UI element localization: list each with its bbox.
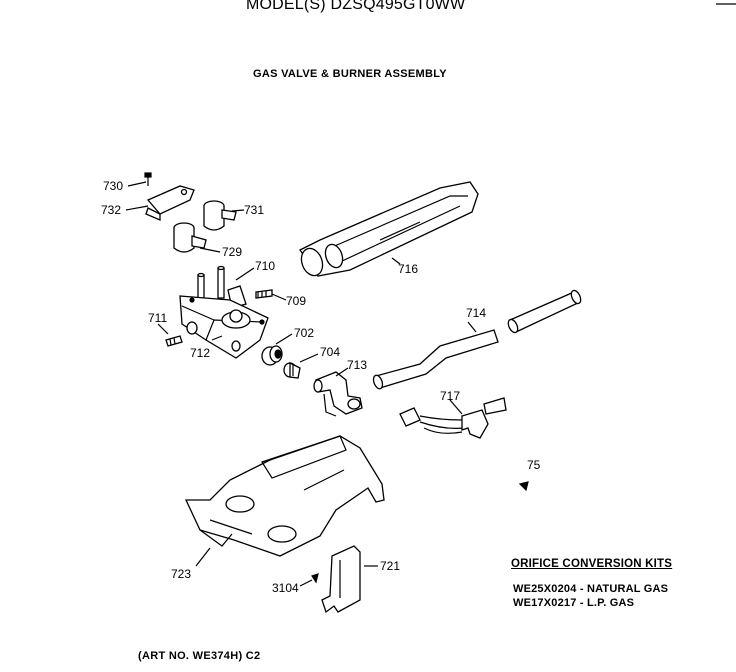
callout-75: 75	[527, 458, 541, 472]
callout-712: 712	[190, 346, 211, 360]
part-712-gas-valve	[179, 295, 269, 359]
callout-731: 731	[244, 203, 265, 217]
callout-730: 730	[103, 179, 124, 193]
part-716-burner	[299, 181, 479, 277]
callout-709: 709	[286, 294, 307, 308]
part-704-orifice	[283, 361, 301, 379]
part-75-screw	[518, 481, 529, 492]
callout-717: 717	[440, 389, 461, 403]
callout-710: 710	[255, 259, 276, 273]
callout-704: 704	[320, 345, 341, 359]
callout-3104: 3104	[272, 581, 299, 595]
part-702-nut	[261, 345, 283, 366]
callout-711: 711	[148, 311, 168, 325]
model-title: MODEL(S) DZSQ495GT0WW	[246, 0, 466, 13]
part-714-burner-tube	[372, 289, 582, 390]
callout-729: 729	[222, 245, 243, 259]
callout-723: 723	[171, 567, 192, 581]
part-721-heat-shield	[321, 545, 361, 614]
callout-702: 702	[294, 326, 315, 340]
part-713-elbow-fitting	[313, 371, 363, 417]
section-title: GAS VALVE & BURNER ASSEMBLY	[253, 68, 447, 80]
callout-721: 721	[380, 559, 401, 573]
callout-713: 713	[347, 358, 368, 372]
part-729-coil	[173, 222, 207, 253]
part-730-screw	[144, 172, 152, 186]
orifice-kits-heading: ORIFICE CONVERSION KITS	[511, 558, 673, 570]
part-3104-screw	[311, 573, 319, 584]
kit-natural-gas: WE25X0204 - NATURAL GAS	[513, 583, 669, 595]
callout-716: 716	[398, 262, 419, 276]
part-723-burner-bracket	[184, 435, 385, 557]
leader-lines	[125, 181, 477, 587]
part-717-igniter	[399, 397, 507, 439]
part-709-screw	[255, 289, 273, 299]
kit-lp-gas: WE17X0217 - L.P. GAS	[513, 597, 635, 609]
part-731-coil	[203, 200, 237, 231]
callout-732: 732	[101, 203, 122, 217]
art-number: (ART NO. WE374H) C2	[138, 650, 261, 662]
callout-714: 714	[466, 306, 487, 320]
part-711-screw	[165, 335, 183, 347]
part-732-bracket	[145, 185, 195, 221]
